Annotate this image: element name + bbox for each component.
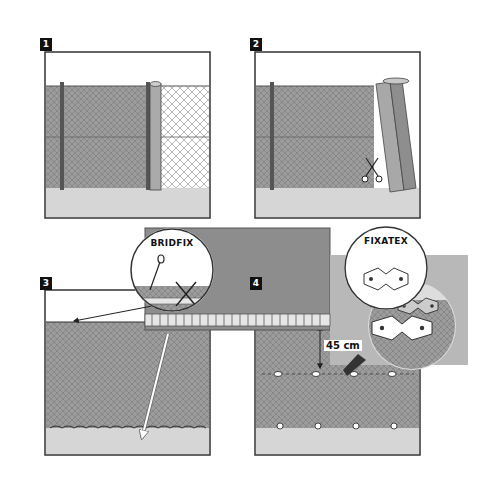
step-number-text: 4 [250,277,262,289]
detail-band-part [145,314,330,326]
bridfix-detail-part-part [176,282,196,306]
step-number: 1 [40,38,52,51]
detail-band-part [74,306,152,321]
step-one-panel [45,52,210,218]
step-four-panel-part [320,326,321,368]
step-two-panel [255,52,420,218]
step-three-panel-part [50,426,206,428]
step-four-panel-part-part [391,423,397,429]
step-two-panel-part [366,158,378,176]
step-two-panel-part [362,176,368,182]
step-one-panel-part [46,86,209,87]
step-number-text: 2 [250,38,262,50]
step-four-panel-part [256,428,419,454]
detail-band-part [152,314,320,326]
fixatex-detail-part-part [430,304,434,308]
fixatex-detail-part [369,277,373,281]
callout-ring [345,227,427,309]
detail-band-part [343,354,366,376]
step-three-panel-part [46,428,209,454]
step-three-panel-part [46,322,209,428]
bridfix-detail-part-part [176,282,196,306]
step-four-panel-part-part [388,372,396,377]
step-four-panel-part-part [312,372,320,377]
step-one-panel-part [60,82,64,190]
step-number: 2 [250,38,262,51]
bridfix-detail-part [150,262,160,290]
step-one-panel-part [46,188,209,217]
step-two-panel-part [270,82,274,190]
step-two-panel-part [366,158,378,176]
step-three-panel-part [142,334,168,438]
callout-ring [131,229,213,311]
bridfix-detail-part-part [120,298,230,304]
step-number-text: 3 [40,277,52,289]
step-number: 3 [40,277,52,290]
bridfix-detail-part [158,255,164,263]
fixatex-detail-part [364,268,408,290]
callout-circle: BRIDFIX [130,228,214,312]
step-three-panel-part [142,334,168,438]
step-four-panel-part [274,372,397,430]
step-four-panel-part-part [274,372,282,377]
callout-circle: FIXATEX [344,226,428,310]
fixatex-detail-part [344,226,428,310]
step-four-panel-part-part [315,423,321,429]
step-two-panel-part [390,80,416,190]
bridfix-detail [120,228,230,316]
step-one-panel-part [45,52,210,218]
step-four-panel-part-part [353,423,359,429]
fixatex-detail-part-part [380,326,384,330]
step-one-panel-part [46,137,209,138]
step-four-panel-part-part [277,423,283,429]
step-two-panel-part [376,176,382,182]
step-number-text: 1 [40,38,52,50]
fixatex-detail-part [399,277,403,281]
step-two-panel-part [255,52,420,218]
step-number: 4 [250,277,262,290]
step-one-panel-part [150,82,161,87]
fixatex-detail-part-part [420,326,424,330]
part-name: BRIDFIX [130,238,214,248]
step-two-panel-part [256,188,419,217]
step-one-panel-part [146,82,150,190]
step-two-panel-part [383,78,409,84]
fixatex-detail-part-part [372,316,432,340]
step-one-panel-part [150,84,161,190]
dimension-label: 45 cm [324,340,362,351]
part-name: FIXATEX [344,236,428,246]
